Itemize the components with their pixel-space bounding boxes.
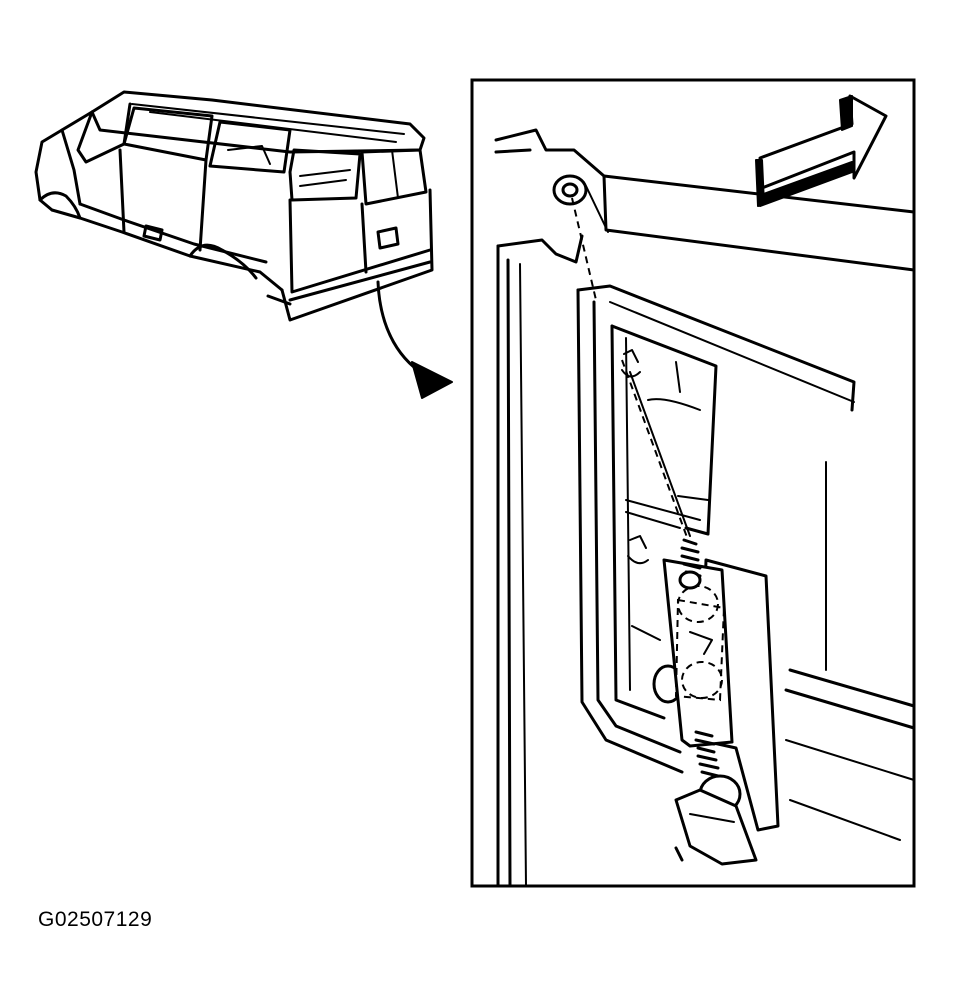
callout-arrow [376, 280, 453, 399]
direction-arrow-icon [755, 94, 888, 207]
van-overview-illustration [34, 90, 434, 322]
door-latch-detail-illustration [494, 128, 916, 888]
figure-id-label: G02507129 [38, 908, 153, 931]
detail-view-frame [470, 78, 916, 888]
